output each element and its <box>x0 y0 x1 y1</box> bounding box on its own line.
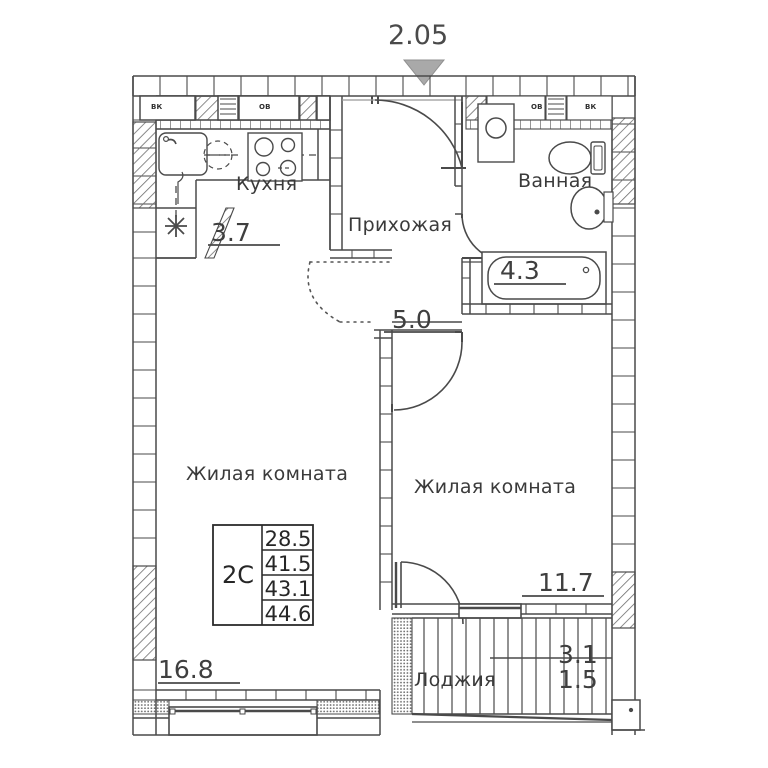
area-living-left: 16.8 <box>158 655 214 684</box>
toilet-icon <box>548 141 606 175</box>
kitchen-sink-icon <box>158 132 208 204</box>
kitchen-hob-icon <box>247 132 303 182</box>
room-label-living-left: Жилая комната <box>186 463 349 485</box>
vent-label-ov-bathroom: ОВ <box>531 103 543 111</box>
top-dimension-label: 2.05 <box>388 20 449 51</box>
room-label-kitchen: Кухня <box>236 173 298 195</box>
vent-label-vk-kitchen: ВК <box>151 103 163 111</box>
wash-basin-icon <box>570 186 614 230</box>
vent-label-ov-kitchen: ОВ <box>259 103 271 111</box>
room-label-bathroom: Ванная <box>518 170 593 192</box>
area-bathroom: 4.3 <box>500 256 540 285</box>
spec-value-0: 28.5 <box>264 527 312 551</box>
entry-door <box>342 96 466 169</box>
entrance-marker-triangle <box>402 59 446 86</box>
washing-machine-icon <box>477 103 515 163</box>
area-hallway: 5.0 <box>392 305 432 334</box>
room-label-living-right: Жилая комната <box>414 476 577 498</box>
spec-apartment-type: 2С <box>222 561 255 589</box>
room-label-hallway: Прихожая <box>348 214 453 236</box>
living-right-door <box>391 331 463 412</box>
spec-value-3: 44.6 <box>264 602 312 626</box>
spec-value-1: 41.5 <box>264 552 312 576</box>
radiator-icon <box>165 215 187 237</box>
area-kitchen: 3.7 <box>211 218 251 247</box>
spec-table-frame <box>212 524 314 626</box>
vent-label-vk-bathroom: ВК <box>585 103 597 111</box>
area-loggia-reduced: 1.5 <box>558 665 598 694</box>
room-label-loggia: Лоджия <box>414 669 496 691</box>
spec-value-2: 43.1 <box>264 577 312 601</box>
area-living-right: 11.7 <box>538 568 594 597</box>
bathtub-icon <box>481 251 607 305</box>
area-loggia: 3.1 <box>558 640 598 669</box>
